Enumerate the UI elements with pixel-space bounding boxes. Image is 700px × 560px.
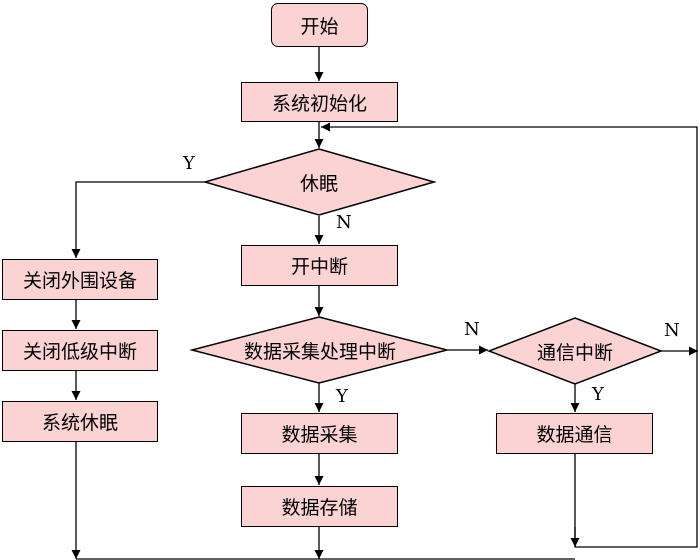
comm-decision-shape (486, 317, 664, 385)
acq-yes-label: Y (336, 386, 348, 407)
acq-decision-label: 数据采集处理中断 (243, 340, 396, 363)
comm-yes-label: Y (592, 384, 604, 405)
sleep-decision-label: 休眠 (299, 172, 338, 195)
comm-decision-label: 通信中断 (536, 341, 613, 364)
system-sleep-node: 系统休眠 (2, 401, 158, 442)
acq-decision-shape (189, 316, 448, 384)
acquire-node: 数据采集 (241, 413, 398, 454)
init-node: 系统初始化 (241, 82, 398, 122)
arrow-sleep-yes (71, 181, 205, 258)
sleep-no-label: N (336, 212, 352, 233)
start-node: 开始 (271, 3, 368, 47)
store-node: 数据存储 (241, 486, 398, 527)
close-low-interrupt-node: 关闭低级中断 (2, 330, 158, 371)
open-interrupt-node: 开中断 (241, 245, 398, 286)
communicate-node: 数据通信 (496, 413, 653, 454)
close-peripherals-node: 关闭外围设备 (2, 259, 158, 300)
sleep-yes-label: Y (183, 153, 195, 174)
comm-no-label: N (664, 320, 680, 341)
sleep-decision-shape (202, 148, 437, 216)
acq-no-label: N (464, 319, 480, 340)
